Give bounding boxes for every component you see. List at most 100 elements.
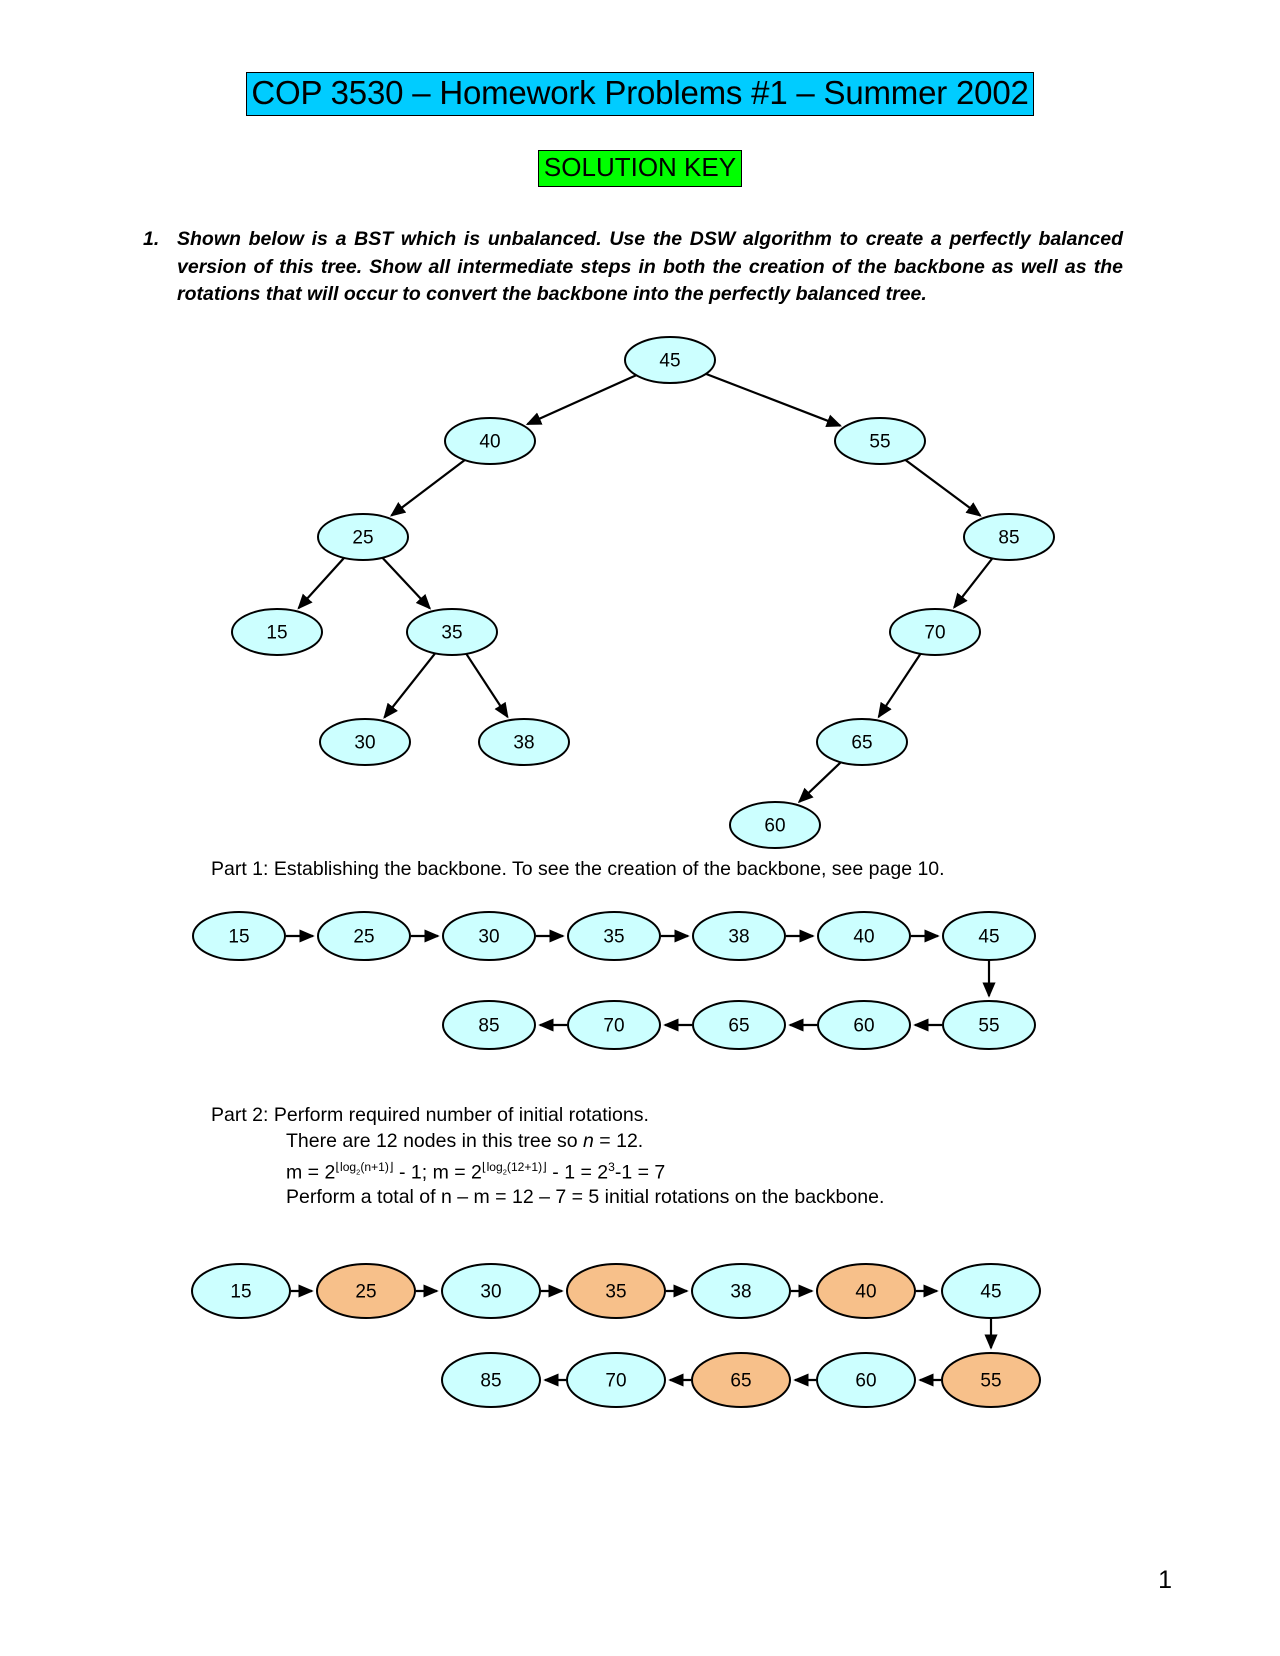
tree-node: 35 [406,608,498,656]
tree-node: 25 [317,911,411,961]
node-label: 30 [478,927,499,948]
tree-node: 65 [691,1352,791,1408]
tree-edge [383,652,436,719]
node-label: 65 [730,1371,751,1392]
tree-node: 40 [816,1263,916,1319]
node-label: 85 [998,528,1019,549]
node-label: 30 [480,1282,501,1303]
node-label: 70 [605,1371,626,1392]
tree-node: 30 [442,911,536,961]
tree-node: 38 [692,911,786,961]
problem-number: 1. [143,228,160,250]
tree-node: 45 [942,911,1036,961]
tree-node: 55 [942,1000,1036,1050]
page-number: 1 [1158,1566,1172,1594]
tree-node: 70 [566,1352,666,1408]
node-label: 55 [980,1371,1001,1392]
node-ellipse [941,1263,1041,1319]
tree-node: 15 [191,1263,291,1319]
node-ellipse [816,1352,916,1408]
formula-exp2-base: 2 [502,1167,507,1177]
tree-node: 85 [963,513,1055,561]
node-label: 45 [980,1282,1001,1303]
node-label: 40 [479,432,500,453]
tree-edge [525,374,637,426]
formula-tail-end: -1 = 7 [614,1161,666,1184]
tree-node: 70 [567,1000,661,1050]
node-label: 15 [266,623,287,644]
tree-node: 25 [317,513,409,561]
node-ellipse [442,911,536,961]
node-ellipse [442,1000,536,1050]
tree-node: 15 [231,608,323,656]
part2-node-count-line: There are 12 nodes in this tree so n = 1… [286,1128,643,1154]
node-ellipse [441,1352,541,1408]
node-label: 38 [730,1282,751,1303]
part2-node-count-suffix: = 12. [593,1130,644,1152]
node-ellipse [231,608,323,656]
formula-exp2-arg: (12+1)⌋ [506,1160,547,1174]
node-ellipse [889,608,981,656]
tree-edge [465,653,509,719]
problem-text: Shown below is a BST which is unbalanced… [177,228,1123,305]
node-label: 15 [230,1282,251,1303]
variable-n: n [583,1130,594,1152]
node-label: 85 [478,1016,499,1037]
node-ellipse [816,1263,916,1319]
problem-statement: 1. Shown below is a BST which is unbalan… [143,226,1123,309]
node-ellipse [942,1000,1036,1050]
formula-tail-exp: 3 [608,1160,615,1174]
node-ellipse [963,513,1055,561]
tree-edge [297,557,345,610]
node-label: 45 [659,351,680,372]
tree-node: 15 [192,911,286,961]
node-ellipse [567,911,661,961]
node-ellipse [191,1263,291,1319]
page-title: COP 3530 – Homework Problems #1 – Summer… [246,72,1034,116]
node-ellipse [444,417,536,465]
node-ellipse [319,718,411,766]
node-ellipse [317,513,409,561]
tree-node: 85 [441,1352,541,1408]
tree-node: 85 [442,1000,536,1050]
formula-exp1-arg: (n+1)⌋ [360,1160,394,1174]
node-ellipse [729,801,821,849]
tree-edge [904,459,982,517]
node-label: 25 [355,1282,376,1303]
formula-exp1-open: ⌊log [335,1160,357,1174]
tree-node: 38 [691,1263,791,1319]
tree-edge [381,556,432,610]
node-label: 35 [603,927,624,948]
node-label: 40 [855,1282,876,1303]
tree-node: 38 [478,718,570,766]
node-ellipse [624,336,716,384]
node-label: 70 [924,623,945,644]
node-ellipse [566,1352,666,1408]
node-label: 45 [978,927,999,948]
node-ellipse [817,911,911,961]
node-label: 85 [480,1371,501,1392]
formula-exp2-open: ⌊log [481,1160,503,1174]
node-label: 30 [354,733,375,754]
formula-exp2: ⌊log2(12+1)⌋ [481,1160,547,1177]
tree-node: 70 [889,608,981,656]
node-label: 38 [513,733,534,754]
tree-edge [953,557,994,609]
node-ellipse [834,417,926,465]
tree-edge [877,653,922,719]
node-label: 25 [352,528,373,549]
tree-node: 60 [729,801,821,849]
tree-node: 40 [817,911,911,961]
tree-node: 30 [441,1263,541,1319]
node-ellipse [941,1352,1041,1408]
node-ellipse [817,1000,911,1050]
tree-node: 65 [816,718,908,766]
node-label: 60 [764,816,785,837]
node-ellipse [566,1263,666,1319]
tree-node: 60 [816,1352,916,1408]
tree-node: 35 [567,911,661,961]
tree-edge [705,372,842,427]
